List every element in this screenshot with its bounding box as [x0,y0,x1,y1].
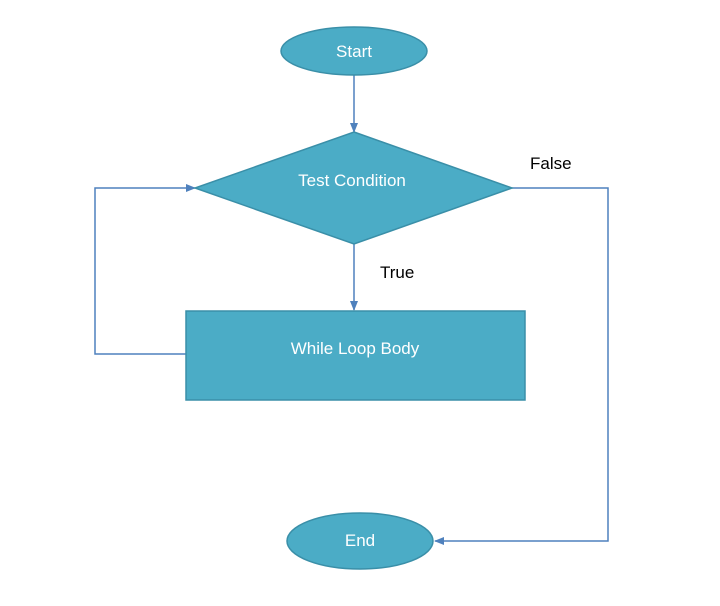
condition-node: Test Condition [192,131,515,245]
condition-shape [192,131,515,245]
end-label: End [345,531,375,550]
end-shape [286,512,434,570]
start-shape [280,26,428,76]
condition-label: Test Condition [298,171,406,190]
arrow-body-loop-back [94,184,196,355]
start-node: Start [280,26,428,76]
true-edge-label: True [380,263,414,282]
body-node: While Loop Body [185,310,526,401]
body-label: While Loop Body [291,339,420,358]
body-shape [185,310,526,401]
arrow-condition-to-end [434,187,609,545]
end-node: End [286,512,434,570]
start-label: Start [336,42,372,61]
false-edge-label: False [530,154,572,173]
